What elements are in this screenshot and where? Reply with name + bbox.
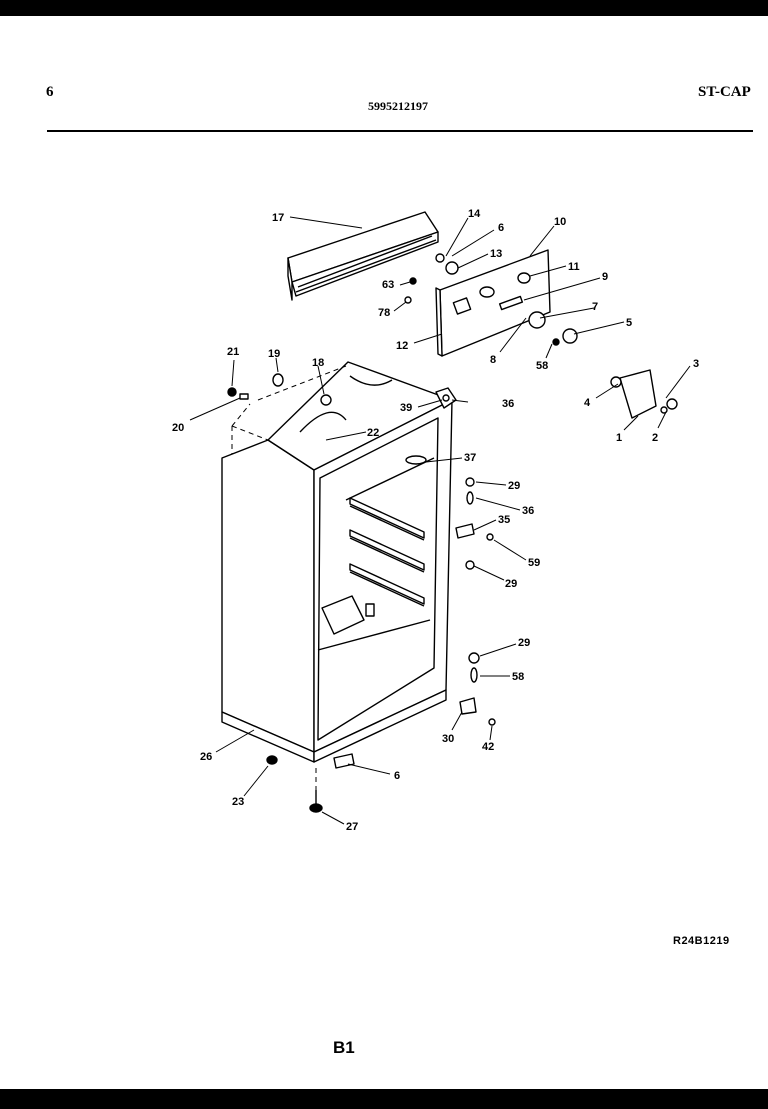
callout-35: 35 [498,514,510,526]
callout-29: 29 [508,480,520,492]
header-rule [47,130,753,132]
callout-26: 26 [200,751,212,763]
callout-37: 37 [464,452,476,464]
callout-58: 58 [536,360,548,372]
callout-4: 4 [584,397,591,409]
callout-23: 23 [232,796,244,808]
assembly-lines [231,365,347,790]
page-number: 6 [46,84,54,100]
callout-63: 63 [382,279,394,291]
callout-59: 59 [528,557,540,569]
callout-3: 3 [693,358,699,370]
callout-36-lower: 36 [522,505,534,517]
callout-30: 30 [442,733,454,745]
control-panel [435,249,551,357]
callout-14: 14 [468,208,481,220]
callout-20: 20 [172,422,184,434]
callout-19: 19 [268,348,280,360]
callout-labels: 17 14 6 13 10 11 63 9 7 78 5 12 8 58 3 4… [172,208,699,833]
callout-9: 9 [602,271,608,283]
drawing-reference-code: R24B1219 [673,935,730,947]
bottom-border [0,1089,768,1109]
callout-78: 78 [378,307,390,319]
callout-2: 2 [652,432,658,444]
callout-29-lower: 29 [518,637,530,649]
callout-17: 17 [272,212,284,224]
leader-lines [189,216,691,825]
callout-12: 12 [396,340,408,352]
hardware-parts [227,253,678,813]
refrigerator-cabinet [221,361,453,763]
callout-11: 11 [568,261,580,273]
callout-42: 42 [482,741,494,753]
model-code: ST-CAP [698,84,751,100]
callout-13: 13 [490,248,502,260]
top-trim-bar [287,211,439,301]
callout-39: 39 [400,402,412,414]
part-number: 5995212197 [368,99,428,113]
callout-10: 10 [554,216,566,228]
callout-6-lower: 6 [394,770,400,782]
callout-6: 6 [498,222,504,234]
callout-18: 18 [312,357,324,369]
callout-22: 22 [367,427,379,439]
callout-5: 5 [626,317,632,329]
callout-7: 7 [592,301,598,313]
callout-21: 21 [227,346,239,358]
callout-58-lower: 58 [512,671,524,683]
callout-36: 36 [502,398,514,410]
callout-29-mid: 29 [505,578,517,590]
callout-27: 27 [346,821,358,833]
callout-1: 1 [616,432,622,444]
page-label: B1 [333,1038,355,1057]
callout-8: 8 [490,354,496,366]
top-border [0,0,768,16]
